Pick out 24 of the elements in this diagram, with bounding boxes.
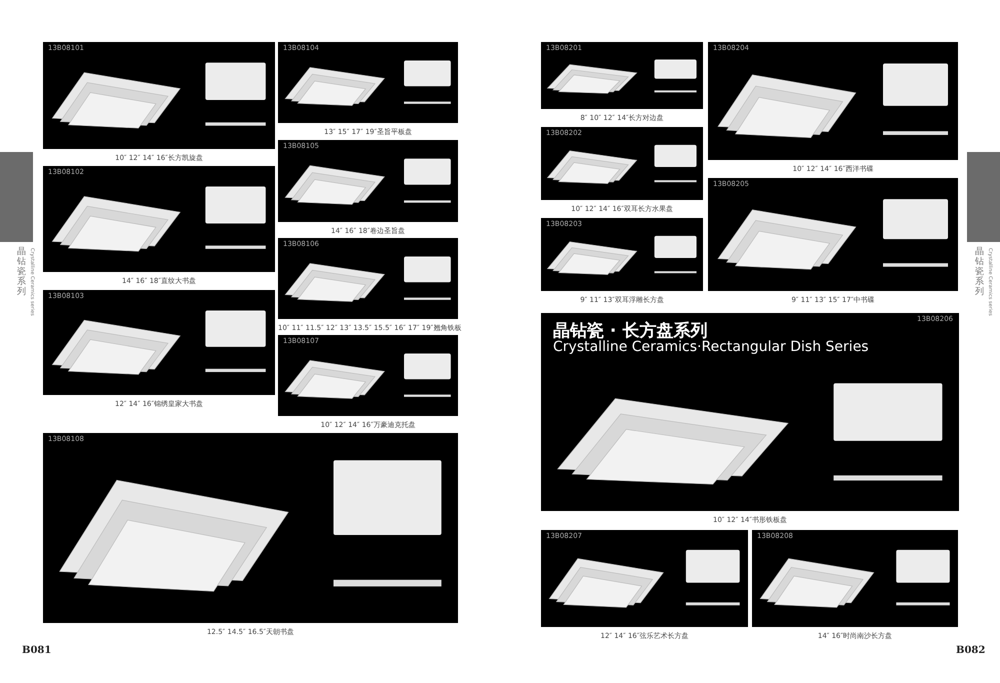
product-photo-panel	[43, 290, 275, 395]
product-photo-panel	[278, 335, 458, 416]
side-tab	[967, 152, 1000, 242]
product-photo-panel	[708, 42, 958, 160]
side-label: 晶钻瓷系列	[17, 248, 26, 298]
product-photo-panel	[541, 218, 703, 291]
product-photo-panel	[278, 42, 458, 123]
series-title: 晶钻瓷 · 长方盘系列	[553, 320, 708, 341]
series-subtitle: Crystalline Ceramics·Rectangular Dish Series	[553, 339, 869, 355]
page-number: B082	[956, 645, 986, 656]
product-photo-panel	[752, 530, 958, 627]
product-photo-panel	[43, 42, 275, 149]
product-photo-panel	[278, 140, 458, 222]
product-photo-panel	[541, 42, 703, 109]
product-photo-panel	[708, 178, 958, 291]
product-photo-panel	[541, 530, 748, 627]
side-tab	[0, 152, 33, 242]
product-photo-panel	[541, 127, 703, 200]
product-photo-panel	[278, 238, 458, 319]
side-label: 晶钻瓷系列	[975, 248, 984, 298]
page-number: B081	[22, 645, 52, 656]
product-photo-panel	[541, 313, 959, 511]
product-photo-panel	[43, 166, 275, 272]
product-photo-panel	[43, 433, 458, 623]
